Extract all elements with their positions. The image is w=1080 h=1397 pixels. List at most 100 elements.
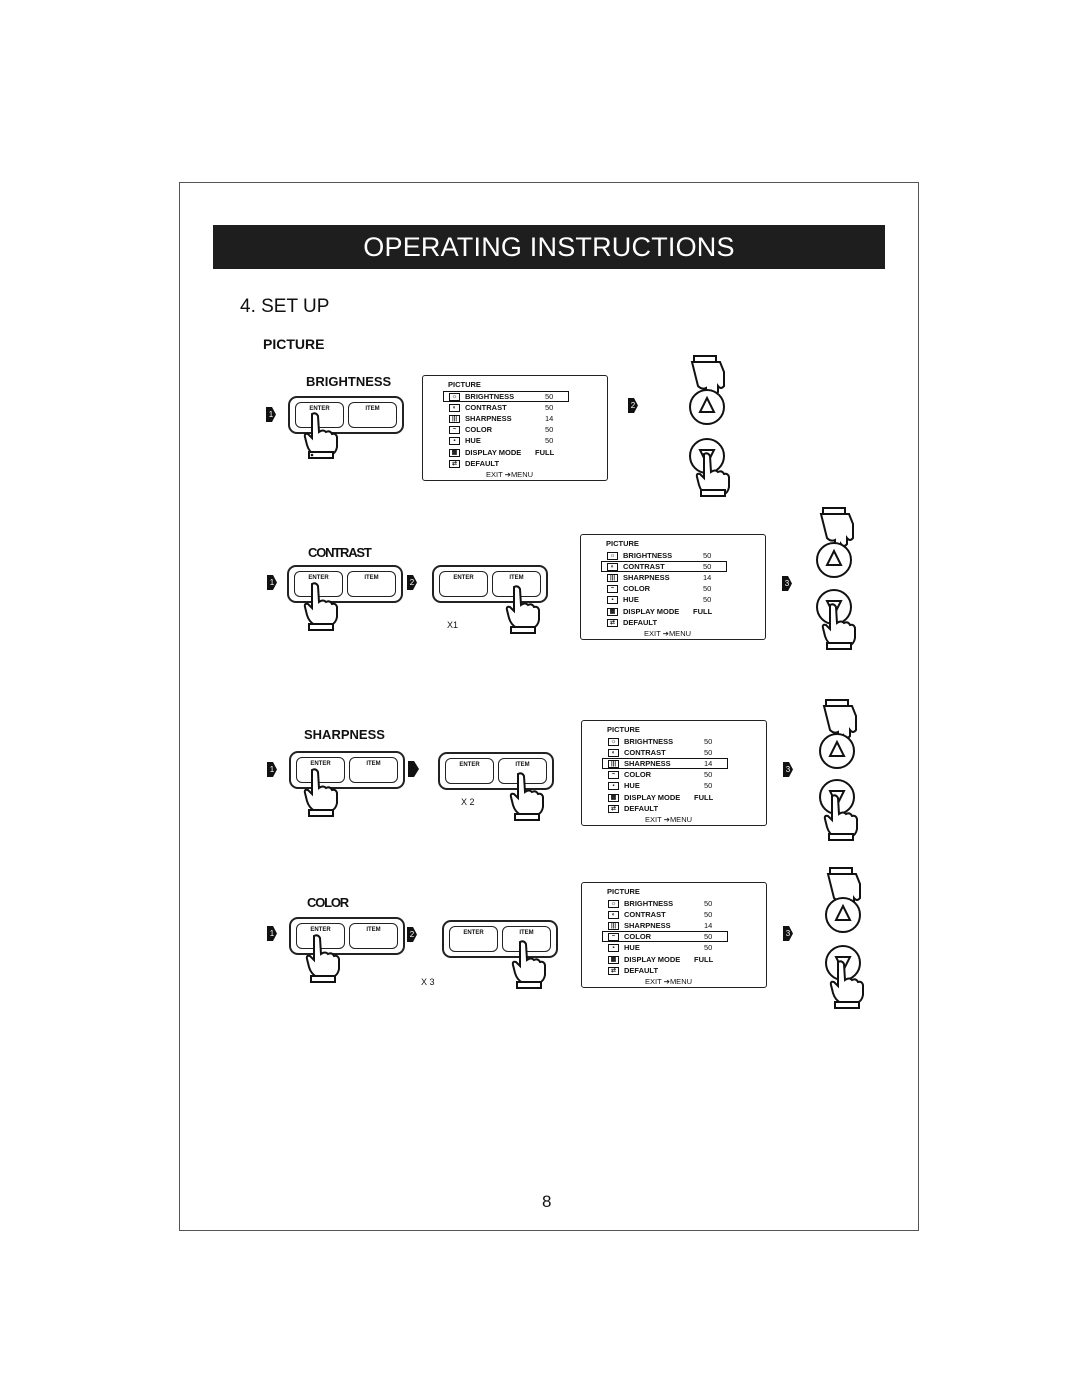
contrast-icon: ◐ — [608, 748, 619, 757]
enter-button[interactable]: ENTER — [296, 757, 345, 783]
step-label-color: COLOR — [307, 895, 349, 910]
enter-button[interactable]: ENTER — [449, 926, 498, 952]
menu-item-label: SHARPNESS — [624, 759, 671, 768]
step-badge: 3 — [783, 926, 793, 941]
triangle-up-icon — [834, 903, 852, 921]
menu-exit-hint: EXIT ➔MENU — [645, 977, 693, 986]
step-badge: 1 — [266, 407, 276, 422]
step-label-sharpness: SHARPNESS — [304, 727, 385, 742]
press-count: X 2 — [461, 797, 475, 807]
menu-exit-hint: EXIT ➔MENU — [644, 629, 692, 638]
item-button[interactable]: ITEM — [349, 923, 398, 949]
pressing-hand-icon — [505, 585, 540, 634]
step-badge: 2 — [407, 575, 417, 590]
up-button[interactable] — [816, 542, 852, 578]
default-icon: ⇄ — [449, 459, 460, 468]
menu-item-label: HUE — [623, 595, 639, 604]
menu-item-label: HUE — [624, 943, 640, 952]
menu-item-label: DISPLAY MODE — [623, 607, 680, 616]
remote-buttons: ENTER ITEM — [289, 751, 405, 789]
menu-title: PICTURE — [607, 725, 640, 734]
menu-item-label: DISPLAY MODE — [624, 955, 681, 964]
subsection-title: PICTURE — [263, 336, 325, 352]
triangle-up-icon — [828, 739, 846, 757]
step-label-contrast: CONTRAST — [308, 545, 372, 560]
display-mode-icon: ▦ — [608, 793, 619, 802]
sharpness-icon: ||| — [607, 573, 618, 582]
remote-buttons: ENTER ITEM — [438, 752, 554, 790]
hue-icon: ▪ — [449, 436, 460, 445]
step-badge: 2 — [628, 398, 638, 413]
color-icon: ~ — [608, 932, 619, 941]
color-icon: ~ — [607, 584, 618, 593]
step-badge: 1 — [267, 575, 277, 590]
menu-title: PICTURE — [606, 539, 639, 548]
display-mode-icon: ▦ — [607, 607, 618, 616]
display-mode-icon: ▦ — [449, 448, 460, 457]
selection-highlight — [601, 561, 727, 572]
next-step-arrow-icon — [408, 761, 419, 777]
menu-item-label: DEFAULT — [465, 459, 500, 468]
sun-icon: ☼ — [607, 551, 618, 560]
selection-highlight — [443, 391, 569, 402]
up-button[interactable] — [689, 389, 725, 425]
pressing-hand-icon — [303, 582, 338, 631]
contrast-icon: ◐ — [607, 562, 618, 571]
sharpness-icon: ||| — [608, 921, 619, 930]
selection-highlight — [602, 758, 728, 769]
display-mode-icon: ▦ — [608, 955, 619, 964]
step-badge: 1 — [267, 926, 277, 941]
item-button[interactable]: ITEM — [347, 571, 396, 597]
enter-button[interactable]: ENTER — [439, 571, 488, 597]
arrow-right-icon: ➔ — [663, 815, 670, 824]
arrow-right-icon: ➔ — [662, 629, 669, 638]
menu-item-label: COLOR — [624, 770, 652, 779]
menu-item-label: BRIGHTNESS — [624, 737, 674, 746]
contrast-icon: ◐ — [449, 403, 460, 412]
page-banner: OPERATING INSTRUCTIONS — [213, 225, 885, 269]
selection-highlight — [602, 931, 728, 942]
pressing-hand-icon — [305, 934, 340, 983]
menu-item-label: BRIGHTNESS — [465, 392, 515, 401]
enter-button[interactable]: ENTER — [445, 758, 494, 784]
default-icon: ⇄ — [608, 966, 619, 975]
step-badge: 2 — [407, 927, 417, 942]
menu-item-label: BRIGHTNESS — [624, 899, 674, 908]
remote-buttons: ENTER ITEM — [442, 920, 558, 958]
menu-item-label: CONTRAST — [623, 562, 665, 571]
item-button[interactable]: ITEM — [349, 757, 398, 783]
menu-item-label: SHARPNESS — [465, 414, 512, 423]
default-icon: ⇄ — [608, 804, 619, 813]
menu-item-label: DEFAULT — [623, 618, 658, 627]
menu-item-label: BRIGHTNESS — [623, 551, 673, 560]
menu-item-label: CONTRAST — [624, 748, 666, 757]
sun-icon: ☼ — [608, 737, 619, 746]
remote-buttons: ENTER ITEM — [288, 396, 404, 434]
menu-item-label: COLOR — [465, 425, 493, 434]
item-button[interactable]: ITEM — [348, 402, 397, 428]
sharpness-icon: ||| — [608, 759, 619, 768]
up-button[interactable] — [825, 897, 861, 933]
menu-exit-hint: EXIT ➔MENU — [486, 470, 534, 479]
pressing-hand-down-icon — [821, 603, 856, 650]
pressing-hand-icon — [509, 772, 544, 821]
page-number: 8 — [542, 1192, 552, 1211]
up-button[interactable] — [819, 733, 855, 769]
menu-item-label: COLOR — [624, 932, 652, 941]
pressing-hand-icon — [303, 768, 338, 817]
step-badge: 3 — [782, 576, 792, 591]
menu-item-label: CONTRAST — [624, 910, 666, 919]
hue-icon: ▪ — [608, 781, 619, 790]
page-frame — [179, 182, 919, 1231]
menu-item-label: HUE — [465, 436, 481, 445]
press-count: X 3 — [421, 977, 435, 987]
menu-title: PICTURE — [607, 887, 640, 896]
menu-item-label: SHARPNESS — [623, 573, 670, 582]
pressing-hand-icon — [303, 412, 338, 459]
step-badge: 3 — [783, 762, 793, 777]
menu-item-label: DEFAULT — [624, 966, 659, 975]
menu-item-label: DISPLAY MODE — [465, 448, 522, 457]
